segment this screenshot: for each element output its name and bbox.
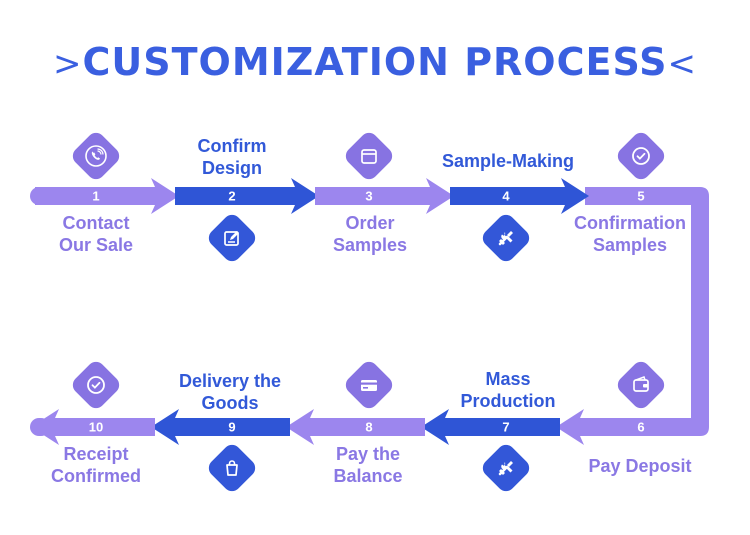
step-number: 6 — [637, 419, 645, 435]
step-number: 10 — [88, 419, 104, 435]
tools-icon — [479, 211, 533, 265]
step-number: 2 — [228, 188, 236, 204]
flow-arrow-segment — [35, 178, 179, 214]
u-turn-connector — [585, 187, 709, 436]
step-number: 9 — [228, 419, 236, 435]
step-label: Delivery the Goods — [178, 371, 282, 413]
step-label: Order Samples — [332, 213, 408, 255]
step-number: 1 — [92, 188, 100, 204]
step-number: 5 — [637, 188, 645, 204]
flow-arrow-segment — [315, 178, 454, 214]
step-number: 3 — [365, 188, 373, 204]
page-title: >CUSTOMIZATION PROCESS< — [0, 40, 750, 84]
title-text: CUSTOMIZATION PROCESS — [82, 40, 668, 84]
step-label: Pay the Balance — [333, 444, 403, 486]
wallet-icon — [614, 358, 668, 412]
step-label: Confirm Design — [197, 136, 267, 178]
step-label: Confirmation Samples — [574, 213, 686, 255]
step-label: Receipt Confirmed — [51, 444, 141, 486]
box-icon — [342, 129, 396, 183]
step-label: Mass Production — [460, 369, 556, 411]
step-number: 4 — [502, 188, 510, 204]
check-circle-icon — [69, 358, 123, 412]
check-circle-icon — [614, 129, 668, 183]
edit-icon — [205, 211, 259, 265]
step-label: Pay Deposit — [588, 456, 692, 476]
flow-arrow-segment — [31, 409, 155, 445]
flow-arrow-segment — [286, 409, 425, 445]
phone-icon — [69, 129, 123, 183]
flow-arrow-segment — [421, 409, 560, 445]
title-suffix: < — [667, 44, 697, 84]
step-number: 8 — [365, 419, 373, 435]
flow-arrow-segment — [151, 409, 290, 445]
step-label: Contact Our Sale — [58, 213, 134, 255]
flow-arrow-segment — [175, 178, 319, 214]
tools-icon — [479, 441, 533, 495]
flow-arrow-segment — [450, 178, 589, 214]
bag-icon — [205, 441, 259, 495]
card-icon — [342, 358, 396, 412]
step-number: 7 — [502, 419, 510, 435]
step-label: Sample-Making — [441, 151, 575, 171]
title-prefix: > — [53, 44, 83, 84]
flow-arrow-segment — [556, 409, 700, 445]
